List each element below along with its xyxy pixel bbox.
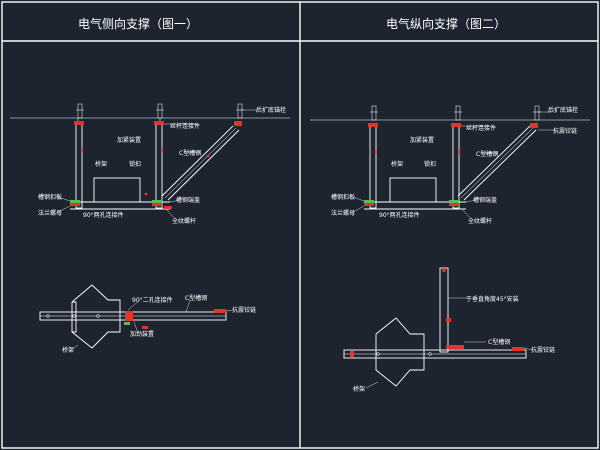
label-seismic-hinge-bottom: 抗震铰链: [232, 306, 256, 314]
label-threaded-rod: 全纹螺杆: [468, 217, 492, 225]
label-lock-buckle: 锁扣: [129, 160, 141, 168]
label-c-channel: C型槽钢: [476, 150, 498, 158]
label-clamp-device-bottom: 加劲装置: [130, 330, 154, 338]
label-anchor-bolt: 后扩底锚栓: [548, 106, 578, 114]
left-lateral-brace-elevation: 后扩底锚栓 丝杆连接件 加紧装置 C型槽钢 桥架 锁扣 槽钢扣板 槽钢端盖 法兰…: [10, 103, 290, 225]
label-c-channel-bottom: C型槽钢: [488, 338, 510, 346]
label-lock-buckle: 锁扣: [424, 160, 436, 168]
flange-nut-icon: [70, 200, 172, 209]
label-seismic-hinge: 抗震铰链: [553, 127, 577, 135]
label-angle-note: 于垂直角度45°安装: [466, 295, 519, 303]
label-bridge: 桥架: [95, 160, 107, 168]
label-c-channel-bottom: C型槽钢: [185, 294, 207, 302]
label-flange-nut: 法兰螺母: [38, 209, 62, 217]
label-bridge-bottom: 桥架: [353, 385, 365, 393]
label-rod-connector: 丝杆连接件: [466, 124, 496, 132]
seismic-hinge-icon: [530, 123, 538, 128]
right-longitudinal-brace-plan: 于垂直角度45°安装 C型槽钢 抗震铰链 桥架: [343, 267, 555, 393]
label-clamp-device: 加紧装置: [410, 136, 434, 144]
label-threaded-rod: 全纹螺杆: [172, 217, 196, 225]
seismic-hinge-icon: [512, 347, 524, 351]
label-90-connector: 90°两孔连接件: [379, 211, 420, 219]
label-c-channel: C型槽钢: [179, 149, 201, 157]
label-channel-clip: 槽钢扣板: [38, 193, 62, 201]
left-lateral-brace-plan: 90°二孔连接件 C型槽钢 抗震铰链 加劲装置 桥架: [39, 284, 256, 354]
seismic-hinge-icon: [214, 309, 226, 313]
seismic-hinge-icon: [234, 121, 242, 126]
label-seismic-hinge-bottom: 抗震铰链: [531, 346, 555, 354]
threaded-rod: [75, 118, 163, 209]
label-bridge-bottom: 桥架: [62, 346, 74, 354]
right-longitudinal-brace-elevation: 后扩底锚栓 丝杆连接件 抗震铰链 加紧装置 C型槽钢 桥架 锁扣 槽钢扣板 槽钢…: [310, 105, 590, 225]
label-flange-nut: 法兰螺母: [331, 209, 355, 217]
left-panel-title: 电气侧向支撑（图一）: [78, 16, 198, 31]
diagonal-c-channel-brace: [161, 125, 240, 201]
rod-connector-icon: [74, 121, 84, 125]
label-rod-connector: 丝杆连接件: [170, 122, 200, 130]
vertical-c-channel: [439, 267, 449, 353]
label-90-connector: 90°两孔连接件: [83, 211, 124, 219]
rod-connector-icon: [368, 123, 378, 127]
bridge-outline: [375, 317, 425, 387]
label-channel-clip: 槽钢扣板: [331, 193, 355, 201]
right-panel-title: 电气纵向支撑（图二）: [386, 16, 506, 31]
label-bridge: 桥架: [391, 160, 403, 168]
connector-90-icon: [125, 311, 133, 321]
anchor-bolt-icon: [76, 103, 244, 119]
diagonal-c-channel-brace: [457, 125, 537, 201]
label-channel-end-cap: 槽钢端盖: [473, 196, 497, 204]
label-anchor-bolt: 后扩底锚栓: [256, 106, 286, 114]
label-channel-end-cap: 槽钢端盖: [176, 196, 200, 204]
anchor-bolt-icon: [370, 105, 541, 121]
bridge-outline: [71, 284, 121, 349]
label-90-connector-bottom: 90°二孔连接件: [132, 296, 173, 304]
label-clamp-device: 加紧装置: [117, 136, 141, 144]
flange-nut-icon: [364, 200, 459, 206]
